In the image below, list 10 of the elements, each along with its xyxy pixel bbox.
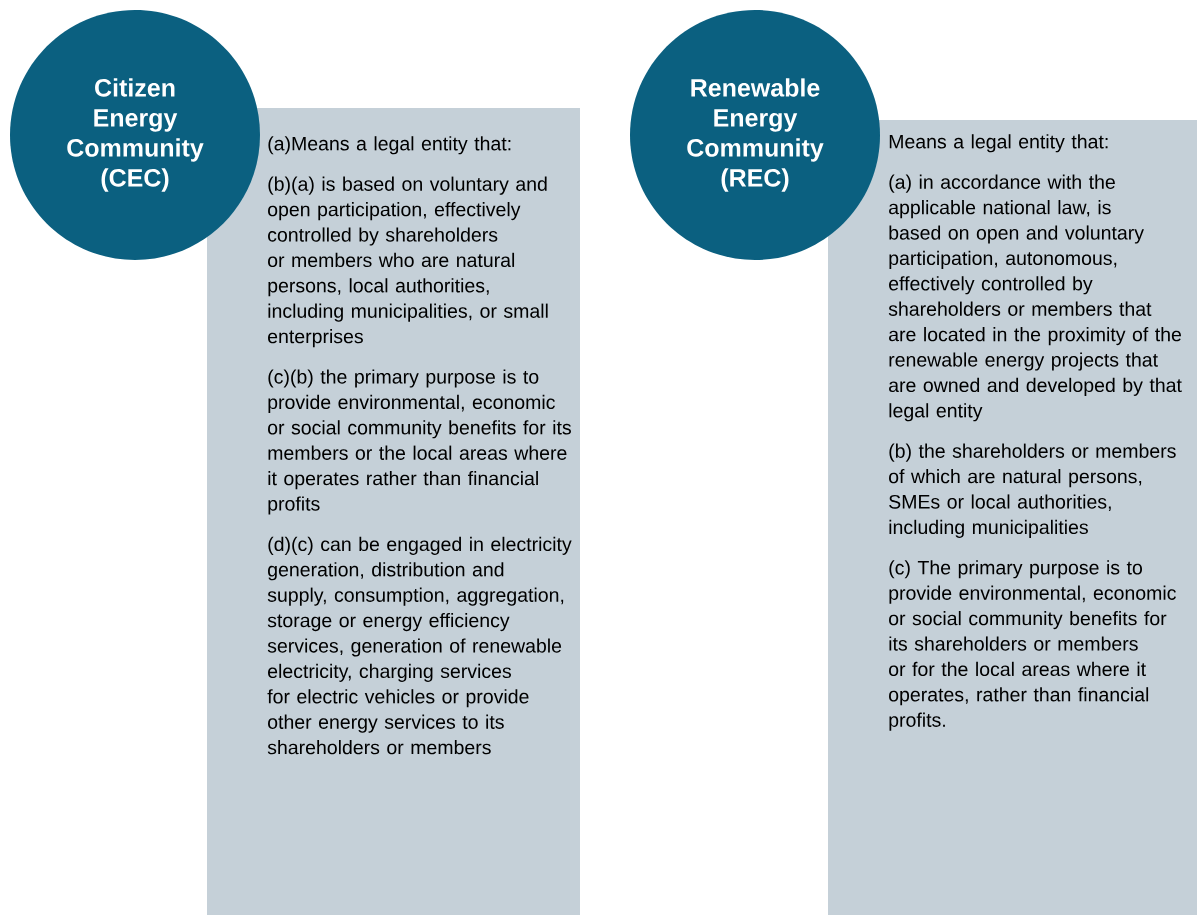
definition-text: Means a legal entity that: [889,134,1108,153]
definition-text: (c) The primary purpose is to provide environmental, economic or social community benefits for its shareholders or members or for the local areas where it operates, rather than financial profits. [889,560,1176,731]
definition-text: (b) the shareholders or members of which are natural persons, SMEs or local authorities, including municipalities [889,443,1176,538]
definition-text: (a)Means a legal entity that: [268,136,511,155]
definition-text: (c)(b) the primary purpose is to provide environmental, economic or social community benefits for its members or the local areas where it operates rather than financial profits [268,369,571,515]
definition-text: (a) in accordance with the applicable national law, is based on open and voluntary participation, autonomous, effectively controlled by shareholders or members that are located in the proximity of the renewable energy projects that are owned and developed by that legal entity [888,174,1182,422]
definition-panel [207,108,580,915]
definition-panel [828,120,1197,915]
definition-text: (b)(a) is based on voluntary and open participation, effectively controlled by shareholders or members who are natural persons, local authorities, including municipalities, or small enterprises [268,176,548,348]
definition-text: (d)(c) can be engaged in electricity generation, distribution and supply, consumption, aggregation, storage or energy efficiency services, generation of renewable electricity, charging services for electric vehicles or provide other energy services to its shareholders or members [267,536,572,755]
